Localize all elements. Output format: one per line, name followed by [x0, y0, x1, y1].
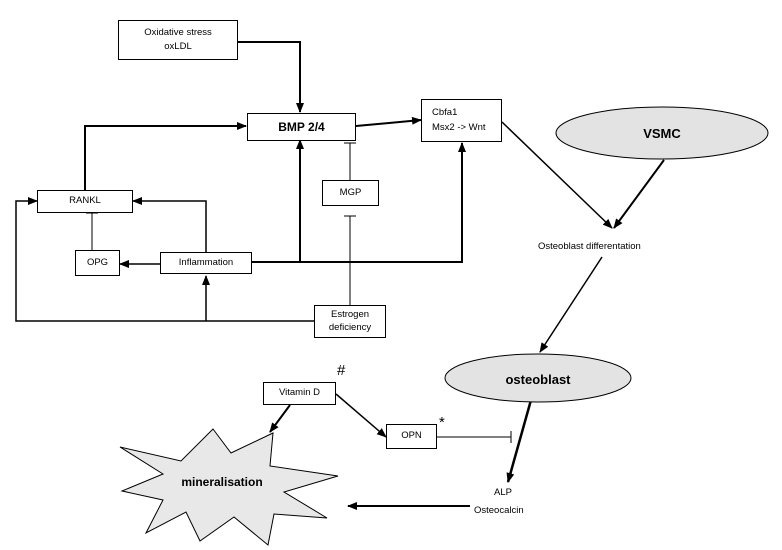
estrogen-label-line2: deficiency	[328, 321, 372, 333]
asterisk-mark: *	[439, 414, 445, 431]
oxldl-label: oxLDL	[164, 41, 192, 52]
rankl-box: RANKL	[37, 190, 133, 213]
inflammation-label: Inflammation	[178, 256, 234, 268]
edge-bmp-to-cbfa1	[355, 116, 422, 127]
opg-box: OPG	[75, 250, 120, 276]
edge-vitamind-to-opn	[335, 393, 387, 438]
opn-label: OPN	[401, 430, 422, 442]
hash-mark: #	[337, 362, 346, 379]
cbfa1-label: Cbfa1	[432, 107, 458, 119]
edge-estrogen-to-rankl	[15, 197, 314, 322]
edge-osteoblast-to-alp	[506, 399, 533, 483]
mgp-label: MGP	[339, 186, 362, 198]
vitamin-d-label: Vitamin D	[278, 387, 320, 399]
estrogen-label-line1: Estrogen	[330, 309, 370, 321]
osteoblast-differentiation-label: Osteoblast differentation	[538, 241, 641, 252]
alp-label: ALP	[494, 487, 512, 498]
cbfa1-box: Cbfa1 Msx2 -> Wnt	[421, 99, 502, 142]
vsmc-ellipse	[555, 106, 769, 160]
inflammation-box: Inflammation	[160, 252, 252, 274]
vitamin-d-box: Vitamin D	[263, 382, 336, 405]
edge-cbfa1-to-osteoblast-diff	[501, 121, 613, 229]
osteoblast-ellipse	[444, 353, 632, 403]
edge-inflammation-to-bmp	[252, 139, 304, 263]
opg-label: OPG	[86, 256, 109, 268]
edge-osteoblast-diff-to-osteoblast	[539, 256, 603, 353]
estrogen-box: Estrogen deficiency	[314, 305, 386, 338]
mgp-box: MGP	[322, 180, 379, 206]
oxidative-stress-box: Oxidative stress oxLDL	[118, 20, 238, 60]
edge-rankl-to-bmp	[84, 122, 247, 190]
bmp-label: BMP 2/4	[278, 120, 325, 134]
edge-vitamind-to-mineralisation	[269, 404, 291, 433]
osteocalcin-label: Osteocalcin	[474, 505, 524, 516]
mineralisation-label: mineralisation	[181, 475, 263, 489]
opn-box: OPN	[386, 424, 437, 449]
osteoblast-label: osteoblast	[505, 371, 571, 387]
mineralisation-starburst	[119, 428, 339, 546]
bmp-box: BMP 2/4	[247, 113, 356, 141]
msx2-wnt-label: Msx2 -> Wnt	[432, 121, 486, 133]
oxidative-stress-label: Oxidative stress	[144, 26, 212, 38]
edge-vsmc-to-osteoblast-diff	[613, 159, 665, 229]
edge-inflammation-to-cbfa1	[300, 142, 466, 263]
edge-oxidative-to-bmp	[238, 41, 304, 113]
rankl-label: RANKL	[69, 195, 101, 207]
edge-inflammation-to-rankl	[132, 197, 207, 252]
vsmc-label: VSMC	[643, 125, 681, 141]
